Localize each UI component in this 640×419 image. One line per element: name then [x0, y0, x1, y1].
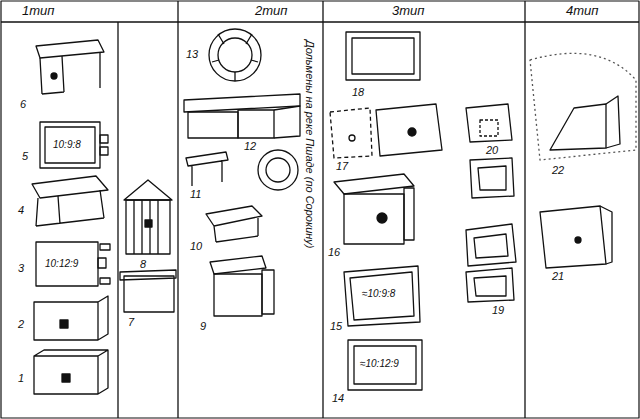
callout-number: 21 — [552, 270, 564, 282]
type-heading: 3тип — [392, 4, 424, 18]
ratio-label: 10:12:9 — [45, 258, 78, 269]
callout-number: 19 — [492, 304, 504, 316]
callout-number: 4 — [18, 204, 24, 216]
callout-number: 6 — [20, 98, 26, 110]
callout-number: 9 — [200, 320, 206, 332]
ratio-label: ≈10:9:8 — [362, 288, 395, 299]
ratio-label: ≈10:12:9 — [360, 358, 399, 369]
callout-number: 11 — [190, 188, 201, 200]
callout-number: 13 — [186, 48, 198, 60]
callout-number: 1 — [18, 372, 24, 384]
callout-number: 3 — [18, 262, 24, 274]
callout-number: 15 — [330, 320, 342, 332]
vertical-caption: Дольмены на реке Пшаде (по Сорокину) — [304, 40, 316, 249]
callout-number: 5 — [22, 150, 28, 162]
callout-number: 20 — [486, 144, 498, 156]
callout-number: 8 — [140, 258, 146, 270]
callout-number: 14 — [332, 392, 344, 404]
callout-number: 7 — [128, 316, 134, 328]
type-heading: 4тип — [566, 4, 598, 18]
callout-number: 17 — [336, 160, 348, 172]
callout-number: 10 — [190, 240, 202, 252]
callout-number: 18 — [352, 86, 364, 98]
callout-number: 16 — [328, 246, 340, 258]
type-heading: 1тип — [22, 4, 54, 18]
callout-number: 2 — [18, 318, 24, 330]
type-heading: 2тип — [255, 4, 287, 18]
callout-number: 22 — [552, 164, 564, 176]
ratio-label: 10:9:8 — [53, 139, 81, 150]
callout-number: 12 — [244, 140, 256, 152]
